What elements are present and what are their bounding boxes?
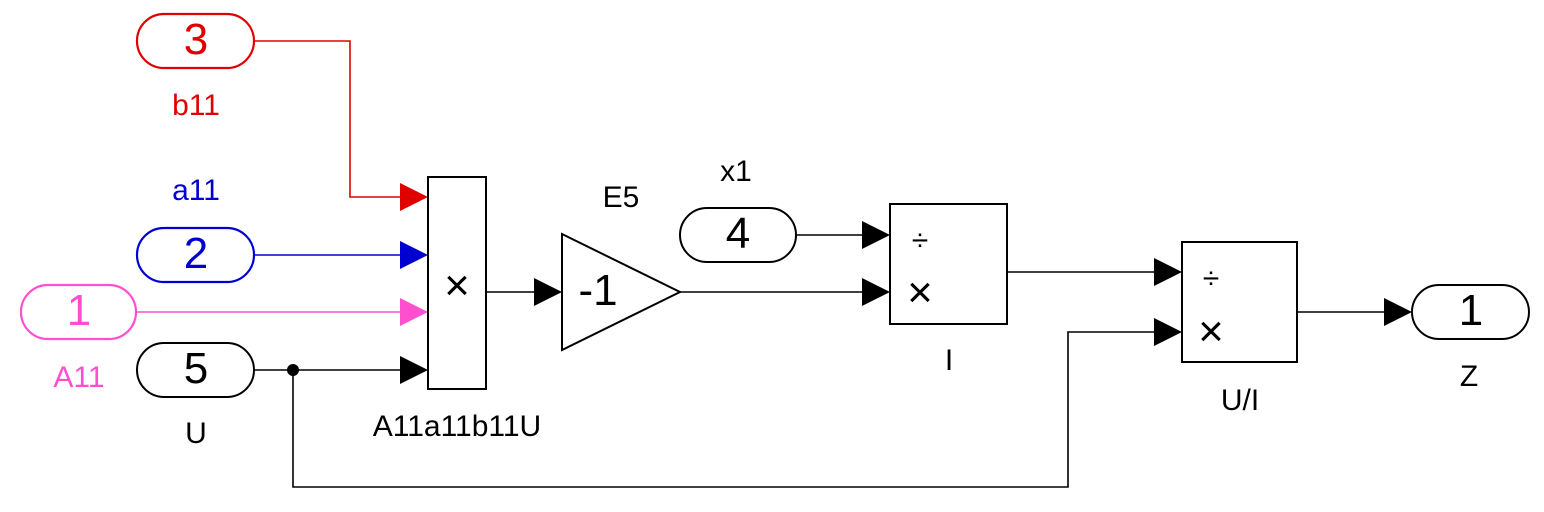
inport-A11-label: A11 [53,361,104,394]
arrowhead-divide-UI-in1 [1154,258,1182,286]
divide-block-I-shape [889,203,1008,325]
arrowhead-b11 [400,183,428,211]
gain-block-label: E5 [603,181,640,214]
arrowhead-divide-UI-in2 [1154,318,1182,346]
arrowhead-divide-I-in2 [862,278,890,306]
wire-b11[interactable] [254,40,402,198]
outport-Z-number: 1 [1459,286,1483,335]
arrowhead-divide-I-in1 [862,221,890,249]
outport-Z-shape [1411,284,1530,340]
divide-icon: ÷ [912,224,928,257]
product-block[interactable]: × A11a11b11U [373,176,541,443]
arrowhead-a11 [400,241,428,269]
arrowhead-outport-Z [1384,298,1412,326]
inport-A11[interactable]: 1 A11 [19,283,138,394]
divide-block-I-label: I [945,344,953,377]
inport-b11-number: 3 [184,15,208,64]
inport-a11-number: 2 [184,229,208,278]
inport-x1[interactable]: x1 4 [679,155,797,263]
divide-block-I[interactable]: ÷ × I [889,203,1008,377]
multiply-icon: × [907,268,933,317]
product-block-label: A11a11b11U [373,410,541,443]
inport-a11-label: a11 [172,174,220,207]
inport-x1-label: x1 [720,155,752,188]
wire-U-branch[interactable] [292,331,1154,488]
inport-A11-shape [19,283,138,341]
branch-point [287,364,299,376]
product-block-shape [427,176,487,390]
arrowhead-U [400,356,428,384]
inport-b11[interactable]: 3 b11 [135,12,256,122]
inport-x1-number: 4 [726,209,750,258]
divide-block-UI[interactable]: ÷ × U/I [1181,241,1298,417]
inport-b11-shape [135,12,256,70]
inport-a11[interactable]: a11 2 [135,174,256,284]
inport-U[interactable]: 5 U [136,342,255,450]
divide-icon: ÷ [1203,262,1219,295]
gain-triangle [561,232,683,352]
inport-U-shape [136,342,255,398]
gain-value: -1 [578,266,617,315]
outport-Z[interactable]: 1 Z [1411,284,1530,393]
outport-Z-label: Z [1460,360,1478,393]
divide-block-UI-shape [1181,241,1298,363]
inport-A11-number: 1 [67,286,91,335]
inport-b11-label: b11 [172,89,220,122]
inport-U-number: 5 [184,344,208,393]
gain-block[interactable]: E5 -1 [561,181,683,352]
arrowhead-gain-in [534,278,562,306]
multiply-icon: × [444,261,470,310]
inport-a11-shape [135,226,256,284]
divide-block-UI-label: U/I [1221,384,1259,417]
inport-x1-shape [679,207,797,263]
inport-U-label: U [185,417,207,450]
multiply-icon: × [1198,307,1224,356]
arrowhead-A11 [400,298,428,326]
